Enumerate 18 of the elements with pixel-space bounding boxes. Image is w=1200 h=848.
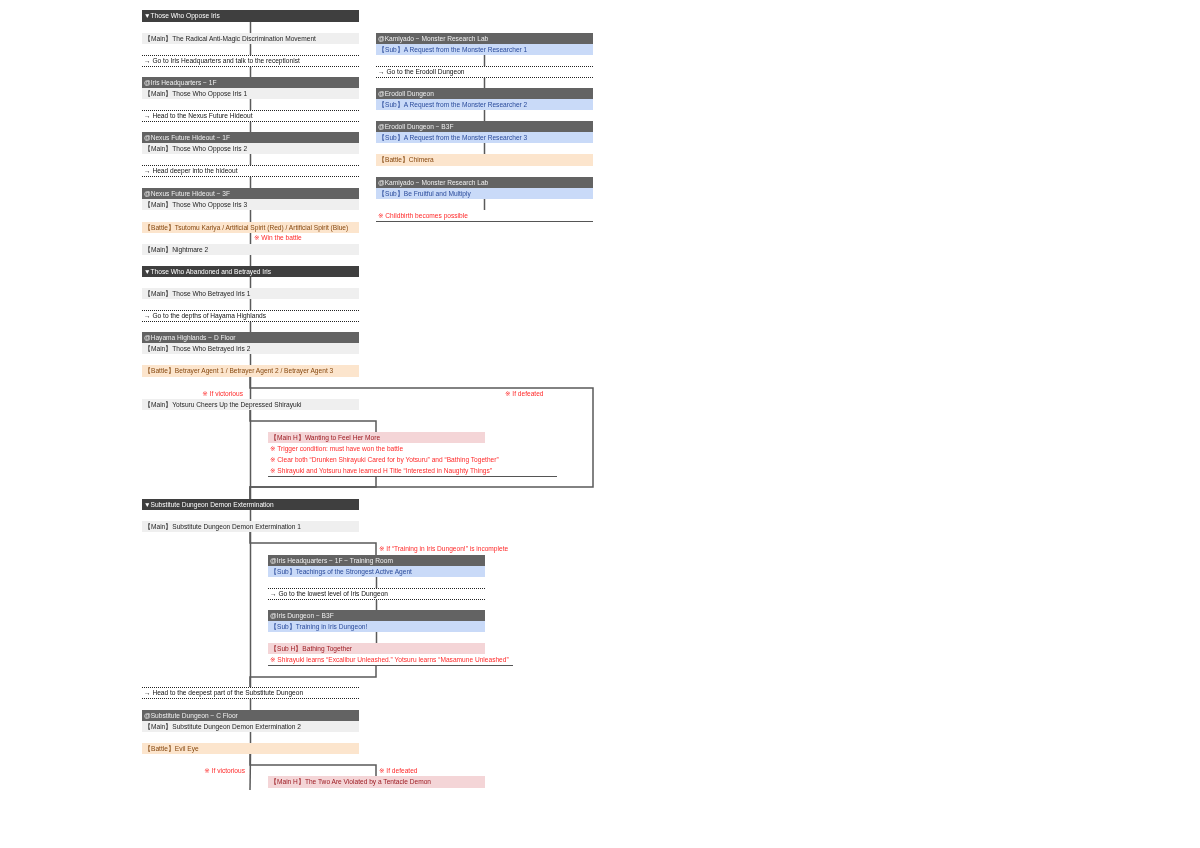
quest-card: [376, 177, 593, 199]
quest-card: [142, 188, 359, 210]
quest-card: [268, 555, 485, 577]
connector-line: [249, 476, 377, 500]
quest-card: [376, 121, 593, 143]
quest-card: [142, 710, 359, 732]
connector-line: [249, 409, 377, 433]
quest-card: [376, 33, 593, 55]
quest-card: [268, 610, 485, 632]
quest-card: [376, 88, 593, 110]
h-scene-group: [268, 432, 557, 477]
quest-card: [142, 132, 359, 154]
quest-card: [142, 332, 359, 354]
h-scene-group: [268, 643, 513, 666]
connector-line: [249, 753, 377, 777]
connector-line: [249, 665, 377, 688]
connector-line: [249, 531, 377, 556]
quest-card: [142, 77, 359, 99]
